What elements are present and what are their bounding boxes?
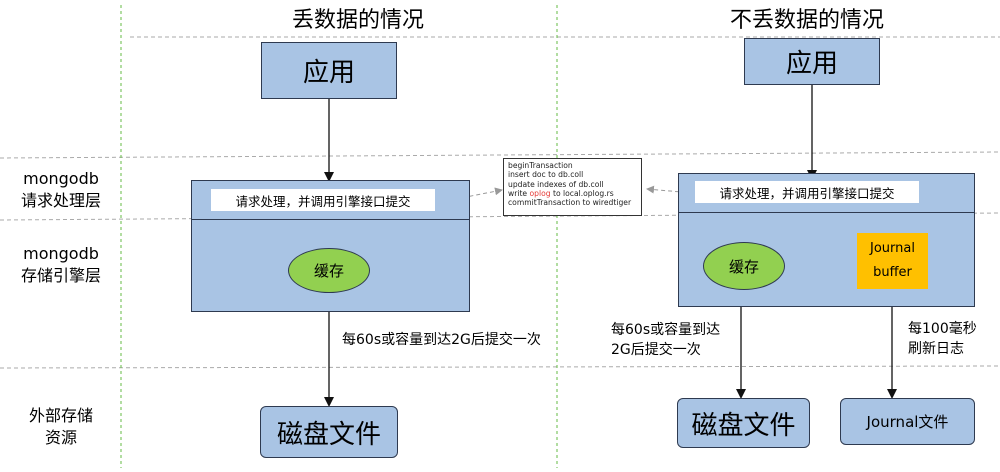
right-flush-note-line1: 每60s或容量到达 [611, 322, 721, 338]
layer-label-storage-line1: mongodb [23, 244, 99, 263]
journal-flush-note-line2: 刷新日志 [908, 341, 964, 357]
left-flush-note: 每60s或容量到达2G后提交一次 [342, 332, 541, 348]
pointer-left-to-popup [434, 187, 503, 204]
popup-line-4-pre: write [508, 188, 530, 198]
layer-label-request-line2: 请求处理层 [20, 191, 101, 210]
left-request-box: 请求处理，并调用引擎接口提交 [211, 189, 435, 211]
popup-line-2: insert doc to db.coll [508, 170, 584, 180]
left-layer-divider [192, 219, 469, 220]
left-cache-ellipse: 缓存 [288, 248, 370, 293]
separator-external [0, 365, 1000, 369]
layer-label-external: 外部存储 资源 [6, 405, 116, 449]
journal-file-box: Journal文件 [840, 398, 975, 445]
left-app-box: 应用 [261, 42, 397, 99]
separator-request [0, 151, 1000, 159]
right-request-box: 请求处理，并调用引擎接口提交 [695, 181, 919, 203]
right-title: 不丢数据的情况 [730, 8, 885, 33]
popup-line-4: write oplog to local.oplog.rs [508, 189, 637, 198]
layer-label-storage-line2: 存储引擎层 [20, 266, 101, 285]
left-disk-file-box: 磁盘文件 [260, 406, 398, 458]
popup-line-4-post: to local.oplog.rs [550, 188, 614, 198]
right-cache-ellipse: 缓存 [703, 242, 785, 290]
left-title: 丢数据的情况 [292, 8, 425, 33]
journal-buffer-line1: Journal [870, 241, 915, 256]
layer-label-request: mongodb 请求处理层 [6, 168, 116, 212]
layer-label-external-line1: 外部存储 [28, 406, 93, 425]
popup-line-1: beginTransaction [508, 161, 573, 170]
right-app-box: 应用 [744, 38, 880, 85]
popup-line-3: update indexes of db.coll [508, 179, 604, 189]
right-layer-divider [679, 212, 974, 213]
layer-label-storage: mongodb 存储引擎层 [6, 243, 116, 287]
right-flush-note-line2: 2G后提交一次 [611, 342, 701, 358]
journal-buffer-line2: buffer [873, 265, 912, 280]
journal-flush-note-line1: 每100毫秒 [908, 321, 977, 337]
popup-oplog-highlight: oplog [529, 188, 551, 198]
transaction-detail-popup: beginTransaction insert doc to db.coll u… [503, 158, 642, 216]
journal-flush-note: 每100毫秒 刷新日志 [908, 319, 977, 359]
layer-label-external-line2: 资源 [44, 428, 77, 447]
journal-buffer-box: Journal buffer [857, 233, 928, 289]
layer-label-request-line1: mongodb [23, 169, 99, 188]
popup-line-5: commitTransaction to wiredtiger [508, 198, 632, 208]
right-disk-file-box: 磁盘文件 [677, 398, 810, 448]
right-flush-note: 每60s或容量到达 2G后提交一次 [611, 320, 720, 360]
